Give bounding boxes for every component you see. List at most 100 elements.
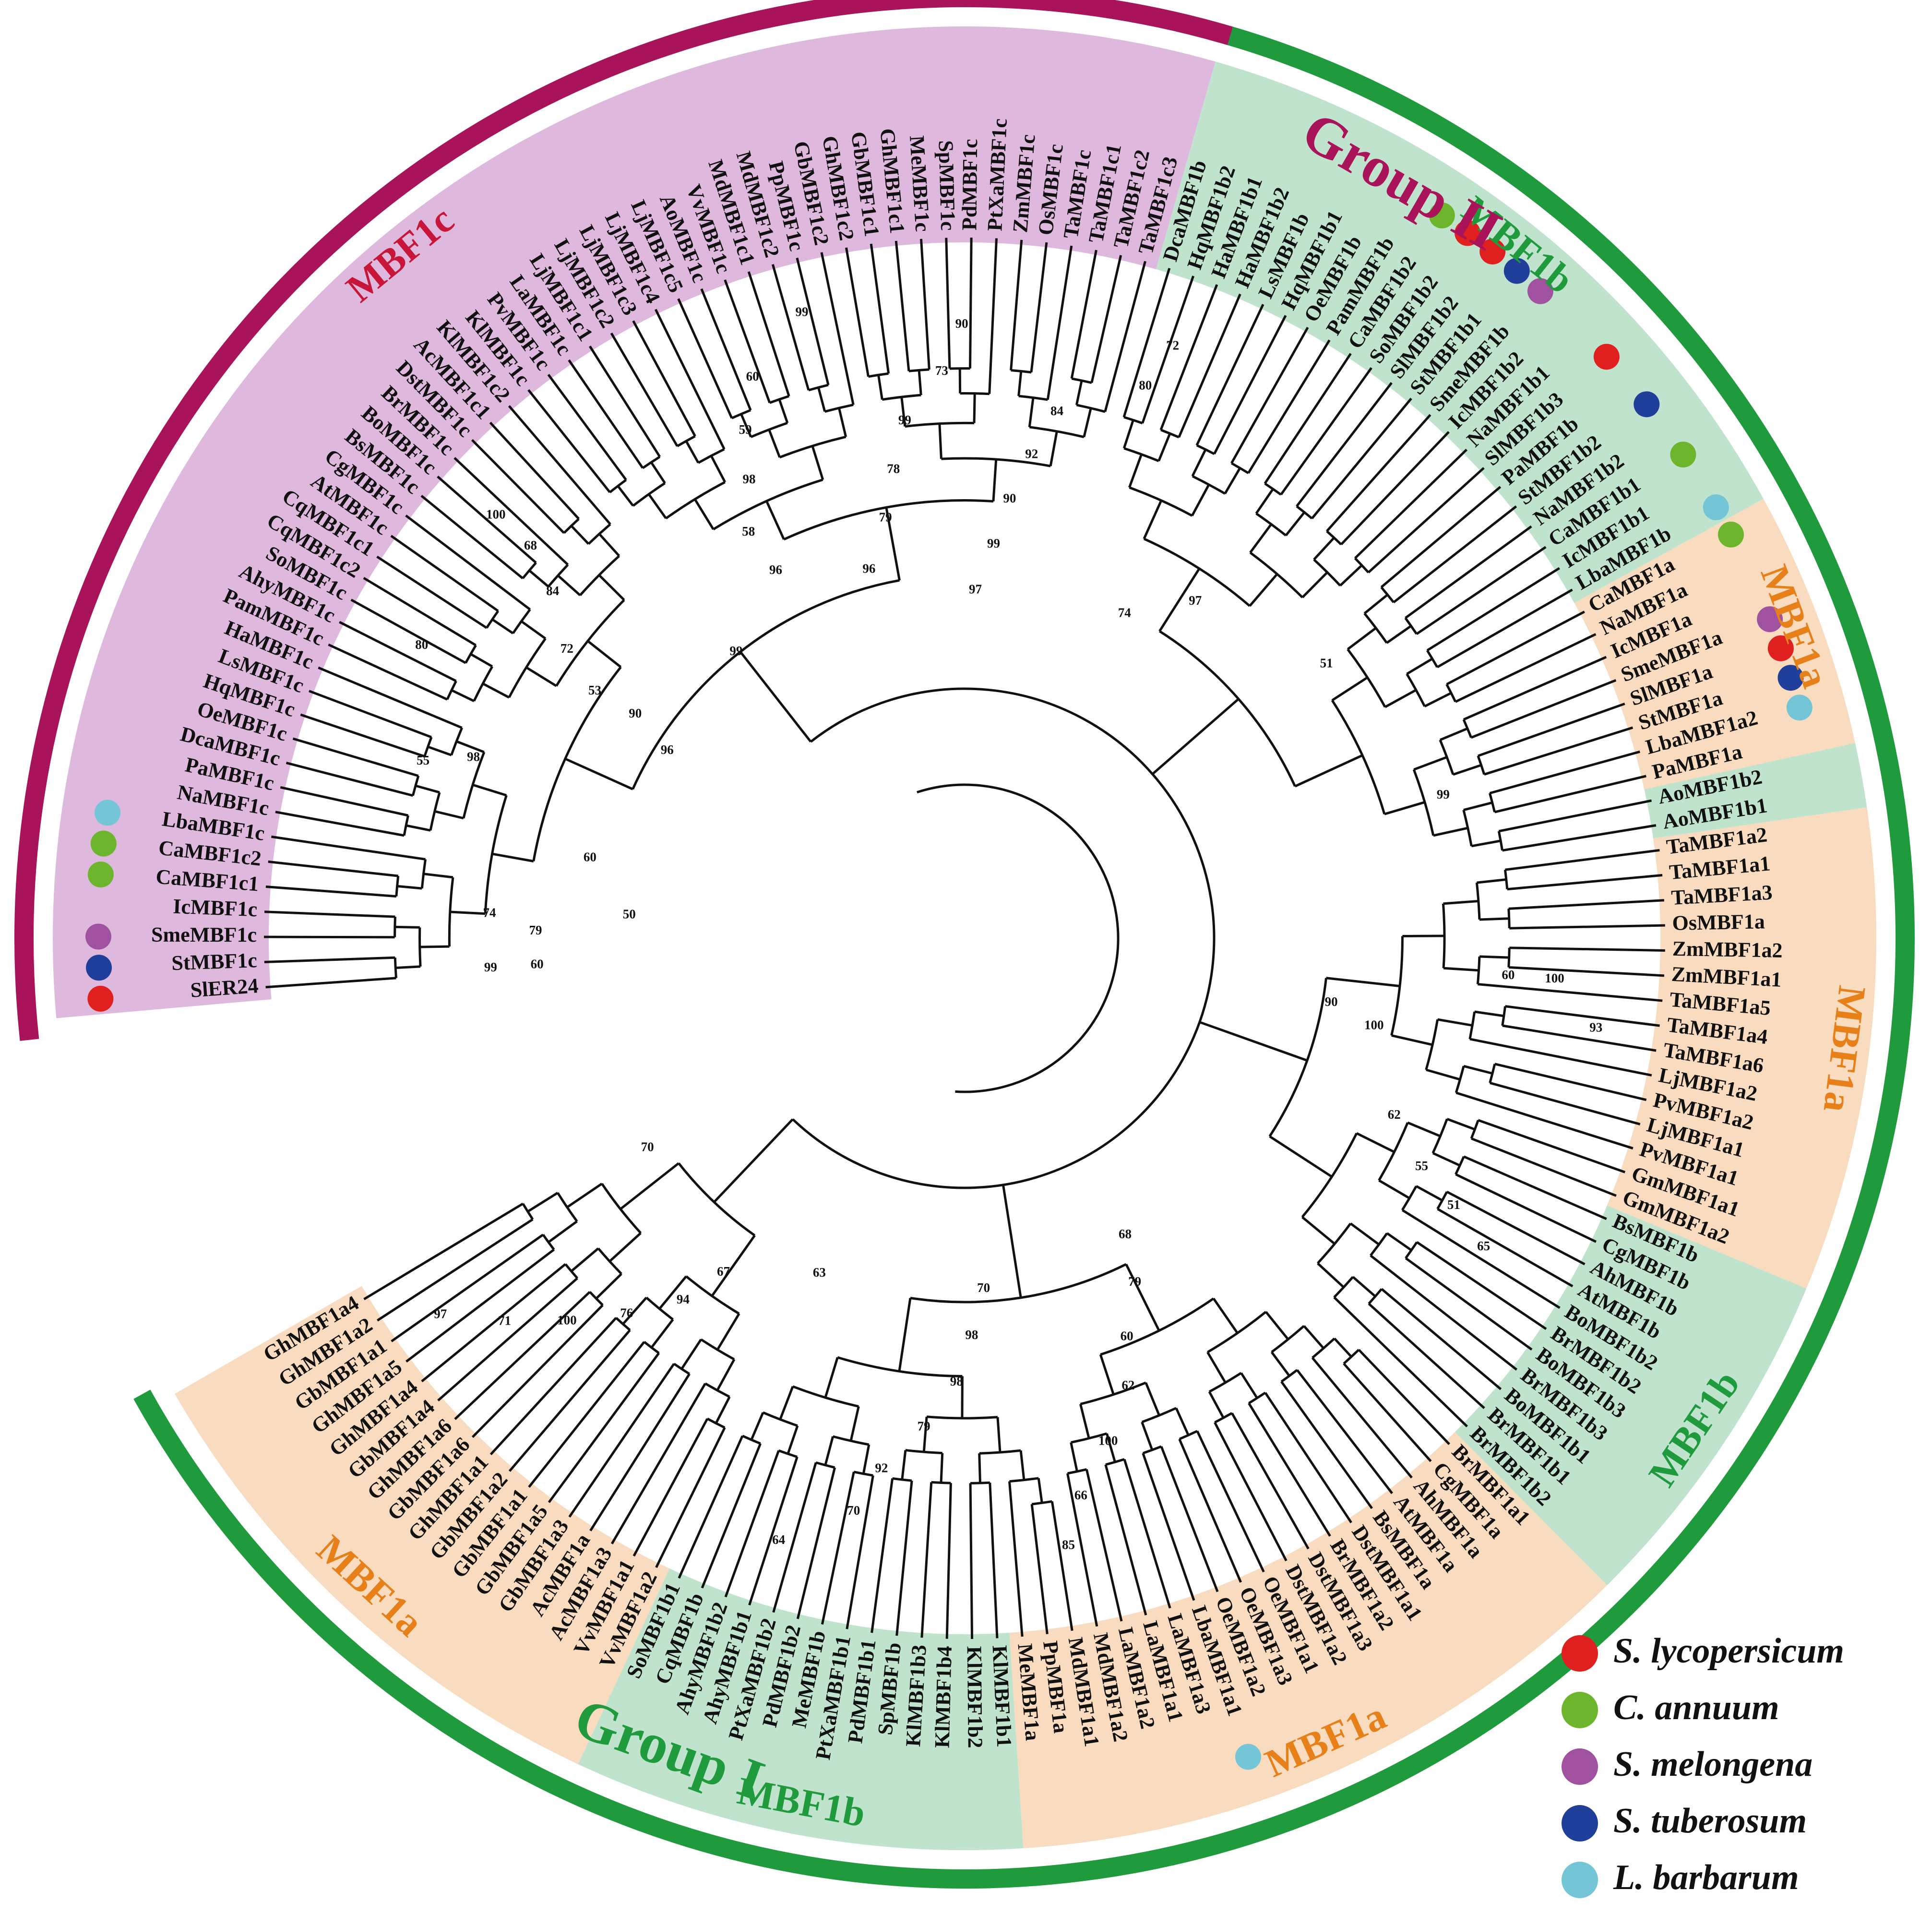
branch: [920, 1482, 933, 1638]
branch: [978, 1453, 981, 1483]
branch-arc: [908, 368, 930, 372]
branch: [1416, 1185, 1443, 1202]
branch: [1046, 245, 1073, 400]
branch: [747, 271, 790, 397]
branch-arc: [563, 518, 580, 534]
branch: [1075, 380, 1083, 406]
bootstrap-value: 99: [898, 413, 911, 427]
branch: [1214, 1422, 1288, 1562]
branch-arc: [1179, 1430, 1198, 1440]
branch: [527, 389, 611, 493]
bootstrap-value: 84: [546, 584, 559, 598]
branch: [677, 298, 733, 419]
branch: [846, 1475, 874, 1629]
branch-arc: [833, 1435, 870, 1446]
branch: [1381, 1288, 1502, 1390]
branch: [419, 945, 450, 948]
branch-arc: [1214, 1412, 1233, 1424]
branch: [1142, 1453, 1195, 1601]
branch: [1303, 1325, 1324, 1349]
branch: [713, 1118, 794, 1203]
bootstrap-value: 73: [935, 363, 948, 378]
branch: [1294, 754, 1363, 788]
branch: [969, 238, 973, 369]
legend-label: S. tuberosum: [1613, 1801, 1807, 1841]
bootstrap-value: 74: [483, 905, 496, 920]
branch: [1426, 567, 1560, 652]
branch: [527, 1192, 559, 1213]
branch: [1231, 1412, 1310, 1550]
branch: [724, 279, 771, 404]
branch-arc: [645, 1296, 674, 1321]
branch: [1017, 371, 1023, 396]
branch: [901, 1450, 907, 1480]
branch: [779, 1386, 794, 1420]
branch: [265, 885, 397, 898]
species-marker-dot: [95, 800, 121, 826]
bootstrap-value: 70: [977, 1280, 990, 1295]
branch: [1070, 1442, 1078, 1472]
branch: [1280, 1381, 1373, 1509]
branch: [1507, 874, 1663, 891]
clade-band-8: [175, 1286, 670, 1764]
bootstrap-value: 63: [813, 1265, 826, 1280]
branch: [1439, 727, 1468, 742]
branch: [1509, 946, 1665, 952]
species-marker-dot: [1717, 521, 1744, 548]
branch: [265, 977, 396, 989]
branch-arc: [1470, 1120, 1479, 1139]
branch-arc: [853, 1471, 873, 1477]
branch: [1002, 1184, 1022, 1298]
branch: [508, 1329, 631, 1472]
branch-arc: [1207, 1311, 1267, 1353]
branch: [1143, 500, 1163, 539]
species-marker-dot: [87, 861, 114, 888]
branch-arc: [1439, 739, 1455, 775]
leaf-label: SpMBF1c: [934, 140, 960, 231]
branch-arc: [1378, 1122, 1409, 1181]
branch: [598, 574, 625, 601]
branch: [988, 238, 998, 394]
branch: [1349, 1222, 1380, 1246]
branch: [1368, 1303, 1485, 1409]
branch: [328, 643, 448, 701]
branch: [280, 786, 409, 817]
clade-band-5: [1455, 1205, 1807, 1586]
bootstrap-value: 80: [415, 637, 428, 652]
branch-arc: [1445, 683, 1457, 703]
branch: [1358, 1349, 1450, 1445]
branch: [318, 666, 463, 729]
branch: [1426, 1068, 1461, 1081]
branch-arc: [1296, 505, 1313, 520]
branch: [1178, 293, 1241, 438]
branch-arc: [450, 727, 463, 756]
branch: [1370, 1255, 1518, 1371]
branch: [768, 429, 781, 458]
bootstrap-value: 67: [717, 1264, 730, 1279]
clade-band-4: [1607, 807, 1876, 1289]
branch: [1437, 1208, 1574, 1288]
bootstrap-value: 99: [729, 644, 742, 658]
branch: [1301, 571, 1328, 598]
bootstrap-values: 5060797498558096905372846810099965898596…: [415, 305, 1602, 1552]
branch-arc: [763, 1411, 798, 1427]
leaf-label: KlMBF1b1: [988, 1645, 1016, 1748]
branch: [658, 1275, 687, 1310]
branch: [1474, 1010, 1504, 1017]
branch: [1196, 1430, 1265, 1573]
bootstrap-value: 65: [1477, 1239, 1490, 1253]
branch: [1471, 839, 1501, 848]
branch: [1066, 1473, 1098, 1627]
species-marker-dot: [87, 985, 114, 1012]
branch: [300, 713, 425, 758]
branch: [996, 1417, 1002, 1453]
branch: [650, 1318, 674, 1349]
branch: [1484, 726, 1634, 776]
branch: [1478, 983, 1663, 1002]
branch: [420, 494, 524, 580]
species-marker-dot: [1777, 665, 1804, 691]
branch: [1264, 1392, 1352, 1523]
root-arc: [917, 783, 1120, 1093]
branch: [1317, 1262, 1345, 1288]
clade-band-6: [1009, 1432, 1607, 1849]
